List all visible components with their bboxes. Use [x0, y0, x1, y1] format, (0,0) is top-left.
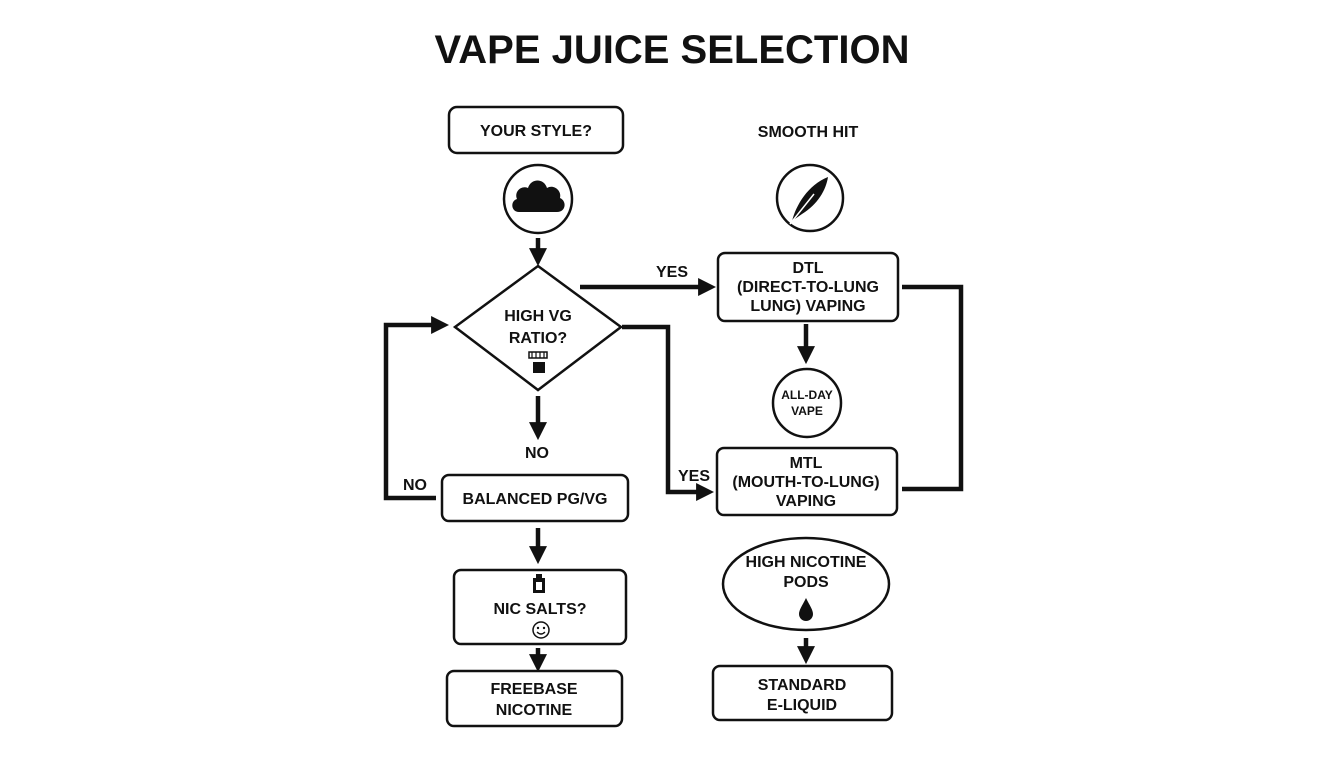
smooth-hit-label: SMOOTH HIT: [758, 124, 859, 141]
edge-label-yes-top: YES: [656, 264, 688, 281]
dtl-line-3: LUNG) VAPING: [750, 298, 865, 315]
mtl-line-1: MTL: [790, 455, 823, 472]
feather-icon: [775, 163, 845, 233]
standard-line-2: E-LIQUID: [767, 697, 837, 714]
node-high-vg: HIGH VG RATIO?: [452, 264, 624, 392]
all-day-line-2: VAPE: [791, 404, 823, 418]
edge-label-no-left: NO: [403, 477, 427, 494]
node-all-day: ALL-DAY VAPE: [771, 367, 843, 439]
dtl-line-1: DTL: [792, 260, 823, 277]
edge-loop-left: [383, 316, 450, 501]
node-high-nic-pods: HIGH NICOTINE PODS: [721, 536, 891, 632]
all-day-line-1: ALL-DAY: [781, 388, 833, 402]
node-mtl: MTL (MOUTH-TO-LUNG) VAPING: [715, 446, 899, 517]
mtl-line-3: VAPING: [776, 493, 836, 510]
node-freebase: FREEBASE NICOTINE: [445, 669, 624, 728]
high-vg-line-1: HIGH VG: [504, 308, 572, 325]
node-your-style: YOUR STYLE?: [447, 105, 625, 155]
edge-label-yes-mid: YES: [678, 468, 710, 485]
edge-right-loop: [902, 284, 964, 492]
cloud-icon: [502, 163, 574, 235]
drop-icon: [799, 598, 813, 621]
edge-vg-to-mtl: [622, 324, 715, 501]
nic-salts-label: NIC SALTS?: [493, 601, 586, 618]
node-nic-salts: NIC SALTS?: [452, 568, 628, 646]
coil-icon: [528, 351, 548, 373]
balanced-label: BALANCED PG/VG: [463, 491, 608, 508]
standard-line-1: STANDARD: [758, 677, 847, 694]
smiley-icon: [532, 621, 550, 639]
freebase-line-2: NICOTINE: [496, 702, 573, 719]
edge-label-no-below: NO: [525, 445, 549, 462]
dtl-line-2: (DIRECT-TO-LUNG: [737, 279, 879, 296]
your-style-label: YOUR STYLE?: [480, 123, 592, 140]
node-standard: STANDARD E-LIQUID: [711, 664, 894, 722]
pods-line-2: PODS: [783, 574, 829, 591]
high-vg-line-2: RATIO?: [509, 330, 567, 347]
node-balanced: BALANCED PG/VG: [440, 473, 630, 523]
diagram-title: VAPE JUICE SELECTION: [435, 28, 910, 72]
pods-line-1: HIGH NICOTINE: [746, 554, 867, 571]
node-dtl: DTL (DIRECT-TO-LUNG LUNG) VAPING: [716, 251, 900, 323]
freebase-line-1: FREEBASE: [490, 681, 577, 698]
bottle-icon: [533, 574, 545, 593]
mtl-line-2: (MOUTH-TO-LUNG): [732, 474, 879, 491]
